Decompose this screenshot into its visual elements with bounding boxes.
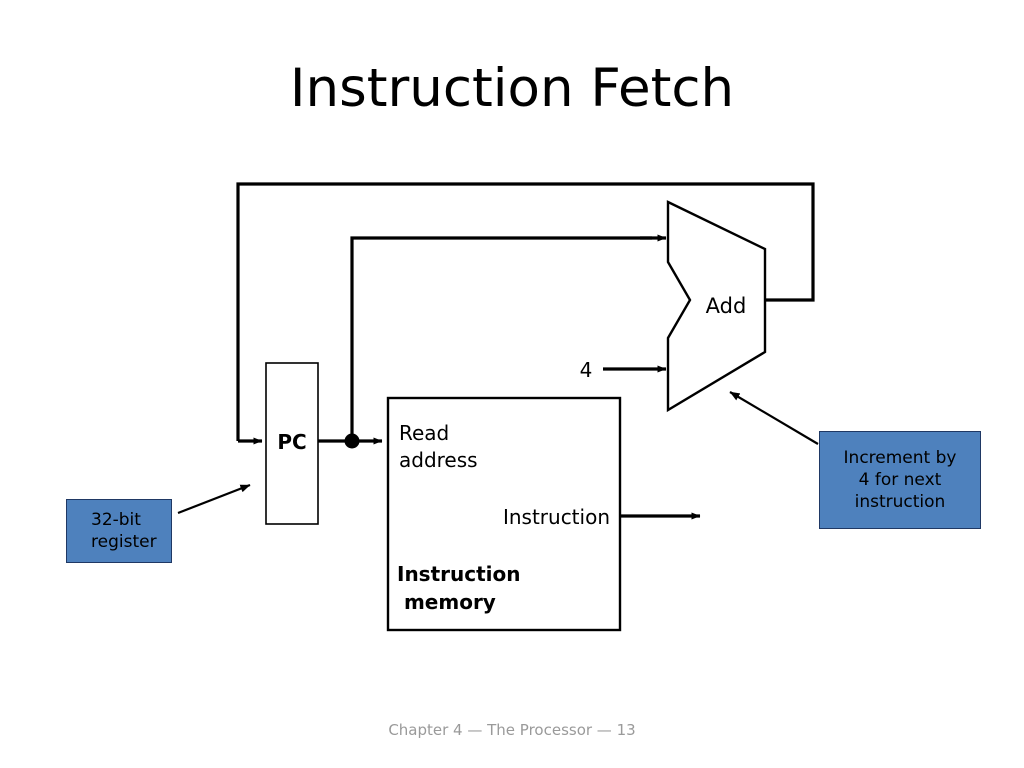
instruction-memory-title-line2: memory [397, 590, 496, 614]
alu-label: Add [706, 294, 747, 318]
slide-footer: Chapter 4 — The Processor — 13 [388, 721, 636, 739]
callout-register-line2: register [91, 532, 157, 552]
instruction-memory-block: Read address Instruction Instruction mem… [386, 396, 622, 632]
callout-increment-line2: 4 for next [858, 470, 942, 490]
callout-32bit-register: 32-bit register [66, 499, 172, 563]
callout-leader-increment [729, 391, 819, 445]
pc-label: PC [277, 430, 306, 454]
instruction-output-label: Instruction [503, 505, 610, 529]
page-title: Instruction Fetch [289, 58, 735, 119]
wire-alu-output-to-pc [236, 182, 815, 445]
alu-add-block: Add [666, 200, 767, 413]
callout-increment-line3: instruction [854, 492, 946, 512]
wire-pc-to-alu-input [350, 234, 667, 441]
callout-increment-by-four: Increment by 4 for next instruction [819, 431, 981, 529]
constant-four-label: 4 [580, 358, 593, 382]
read-address-label-line2: address [399, 448, 478, 472]
wire-pc-to-instruction-memory [318, 433, 383, 449]
callout-increment-line1: Increment by [843, 448, 957, 468]
pc-register-block: PC [265, 362, 319, 525]
wire-junction-dot [344, 433, 360, 449]
callout-leader-register [177, 483, 251, 515]
callout-register-line1: 32-bit [91, 510, 141, 530]
read-address-label-line1: Read [399, 421, 449, 445]
instruction-memory-title-line1: Instruction [397, 562, 521, 586]
